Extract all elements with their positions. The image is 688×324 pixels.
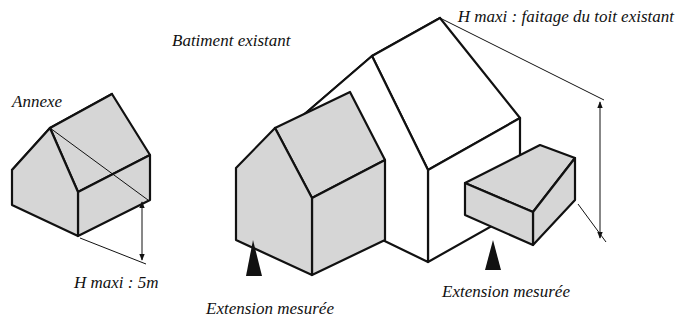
callout-label: Extension mesurée <box>442 281 570 302</box>
dimension-label: H maxi : faitage du toit existant <box>452 6 674 27</box>
building-label: Annexe <box>12 91 62 112</box>
callout-label: Extension mesurée <box>206 298 334 319</box>
building-label: Batiment existant <box>172 30 291 51</box>
dimension-label: H maxi : 5m <box>74 272 159 293</box>
